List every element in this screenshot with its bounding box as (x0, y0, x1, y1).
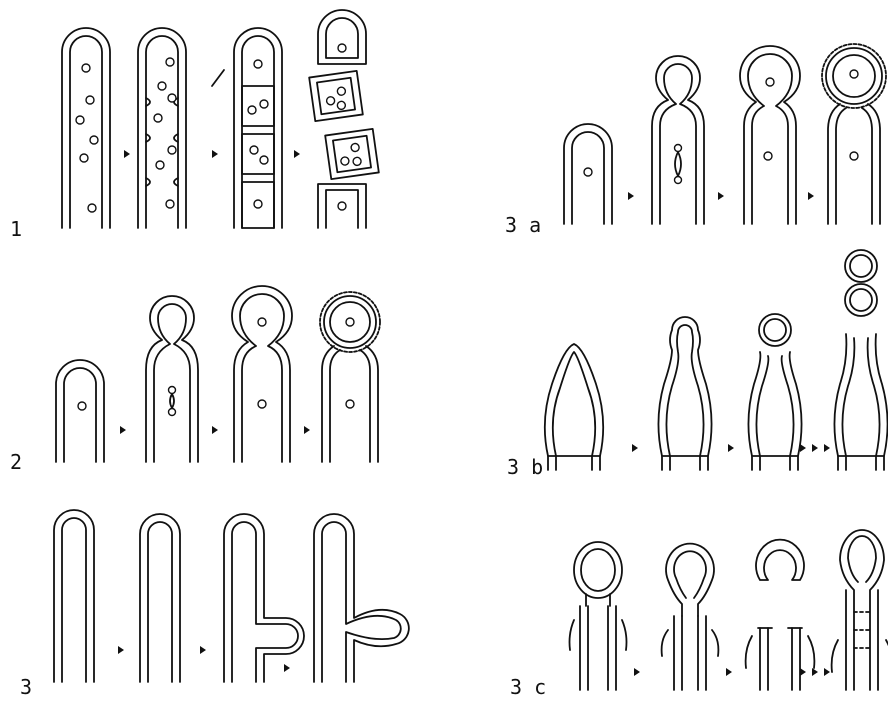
hypha-straight (54, 510, 94, 682)
panel-2-figures (56, 286, 380, 462)
panel-label-3a: 3 a (505, 213, 541, 237)
panel-label-3: 3 (20, 675, 32, 699)
arrow (294, 150, 300, 158)
hypha-septate (212, 28, 282, 228)
chlamydospore (822, 44, 886, 224)
hypha-branch-emerging (224, 514, 304, 682)
arrow (726, 668, 732, 676)
swollen-cell (545, 344, 603, 470)
panel-1-figures (62, 10, 379, 228)
hypha-fragmented (309, 10, 379, 228)
swollen-tip (740, 46, 800, 224)
hypha-septating (138, 28, 186, 228)
swollen-tip (232, 286, 292, 462)
arrow (824, 444, 830, 452)
chlamydospore (320, 292, 380, 462)
panel-label-3c: 3 c (510, 675, 546, 699)
arrow (124, 150, 130, 158)
arrow (808, 192, 814, 200)
panel-label-2: 2 (10, 450, 22, 474)
arrow (800, 444, 806, 452)
terminal-spore-developing (662, 544, 719, 690)
arrow (120, 426, 126, 434)
arrow (628, 192, 634, 200)
arrow (718, 192, 724, 200)
elongated-spore-chain (832, 530, 888, 690)
arrow (632, 444, 638, 452)
arrow (200, 646, 206, 654)
ruptured-hypha-tip (570, 542, 627, 690)
arrow (812, 668, 818, 676)
arrow (118, 646, 124, 654)
panel-3c-figures (570, 530, 888, 690)
hypha-tip (56, 360, 104, 462)
swelling-tip-dividing-nucleus (146, 296, 198, 462)
hypha-branch-initial (140, 514, 180, 682)
hypha-intact (62, 28, 110, 228)
arrow (728, 444, 734, 452)
hypha-branch-elongated (314, 514, 409, 682)
swollen-cell-with-spore (748, 314, 801, 470)
detaching-spore (746, 540, 815, 690)
swollen-cell-budding (658, 317, 711, 470)
arrow (800, 668, 806, 676)
panel-label-1: 1 (10, 217, 22, 241)
panel-3-figures (54, 510, 409, 682)
arrow (824, 668, 830, 676)
arrow (634, 668, 640, 676)
arrow (812, 444, 818, 452)
arrow (212, 426, 218, 434)
hypha-tip (564, 124, 612, 224)
arrow (212, 150, 218, 158)
swollen-cell-spore-chain (834, 250, 887, 470)
arrow (304, 426, 310, 434)
panel-3b-figures (545, 250, 888, 470)
tip-swelling-dividing (652, 56, 704, 224)
panel-3a-figures (564, 44, 886, 224)
arrow (284, 664, 290, 672)
panel-label-3b: 3 b (507, 455, 543, 479)
